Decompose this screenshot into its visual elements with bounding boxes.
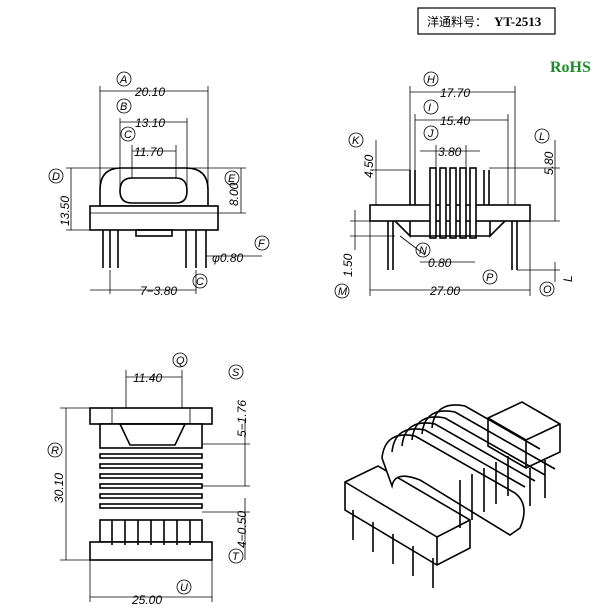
- title-label: 洋通料号：: [427, 14, 487, 29]
- label-r: R: [51, 445, 59, 457]
- dim-c: 11.70: [134, 145, 163, 159]
- dim-s: 5−1.76: [235, 400, 249, 437]
- dim-r: 30.10: [52, 473, 66, 503]
- dim-b: 13.10: [135, 116, 165, 130]
- dim-p: 27.00: [429, 284, 460, 298]
- dim-t: 4−0.50: [235, 511, 249, 548]
- dim-d: 13.50: [58, 196, 72, 226]
- label-h: H: [427, 74, 435, 86]
- dim-g: 7−3.80: [140, 284, 177, 298]
- label-a: A: [119, 74, 127, 86]
- title-box: 洋通料号： YT-2513: [417, 7, 556, 35]
- dim-o: L: [561, 275, 575, 282]
- dim-i: 15.40: [440, 114, 470, 128]
- label-f: F: [258, 238, 266, 250]
- dim-u: 25.00: [131, 593, 162, 607]
- label-j: J: [427, 128, 434, 140]
- dim-m: 1.50: [341, 253, 355, 277]
- rohs-mark: RoHS: [550, 59, 591, 76]
- label-i: I: [428, 102, 431, 114]
- dim-h: 17.70: [440, 86, 470, 100]
- label-b: B: [120, 101, 127, 113]
- label-c: C: [124, 129, 132, 141]
- isometric-view: [344, 401, 561, 588]
- label-k: K: [352, 135, 360, 147]
- label-t: T: [232, 551, 240, 563]
- dim-a: 20.10: [134, 85, 165, 99]
- dim-e: 8.00: [227, 182, 241, 206]
- dim-j: 3.80: [438, 145, 462, 159]
- part-number: YT-2513: [494, 14, 542, 29]
- label-o: O: [543, 284, 552, 296]
- dim-f: φ0.80: [212, 251, 244, 265]
- label-s: S: [232, 367, 240, 379]
- dim-k: 4.50: [362, 154, 376, 178]
- label-d: D: [52, 171, 60, 183]
- label-q: Q: [176, 355, 185, 367]
- dim-n: 0.80: [428, 256, 452, 270]
- label-l: L: [539, 131, 545, 143]
- dim-l: 5.80: [542, 151, 556, 175]
- label-p: P: [486, 272, 494, 284]
- label-n: N: [419, 245, 427, 257]
- label-e: E: [228, 173, 236, 185]
- front-view: A 20.10 B 13.10 C 11.70 D 13.50 E 8.00 F…: [48, 71, 270, 298]
- label-m: M: [338, 286, 348, 298]
- label-u: U: [180, 582, 188, 594]
- label-g: C: [196, 276, 204, 288]
- dim-q: 11.40: [133, 371, 162, 385]
- top-view: Q 11.40 R 30.10 S 5−1.76 T 4−0.50 U 25.0…: [47, 352, 250, 607]
- side-view: H 17.70 I 15.40 J 3.80 K 4.50 L 5.80 M 1…: [334, 71, 575, 299]
